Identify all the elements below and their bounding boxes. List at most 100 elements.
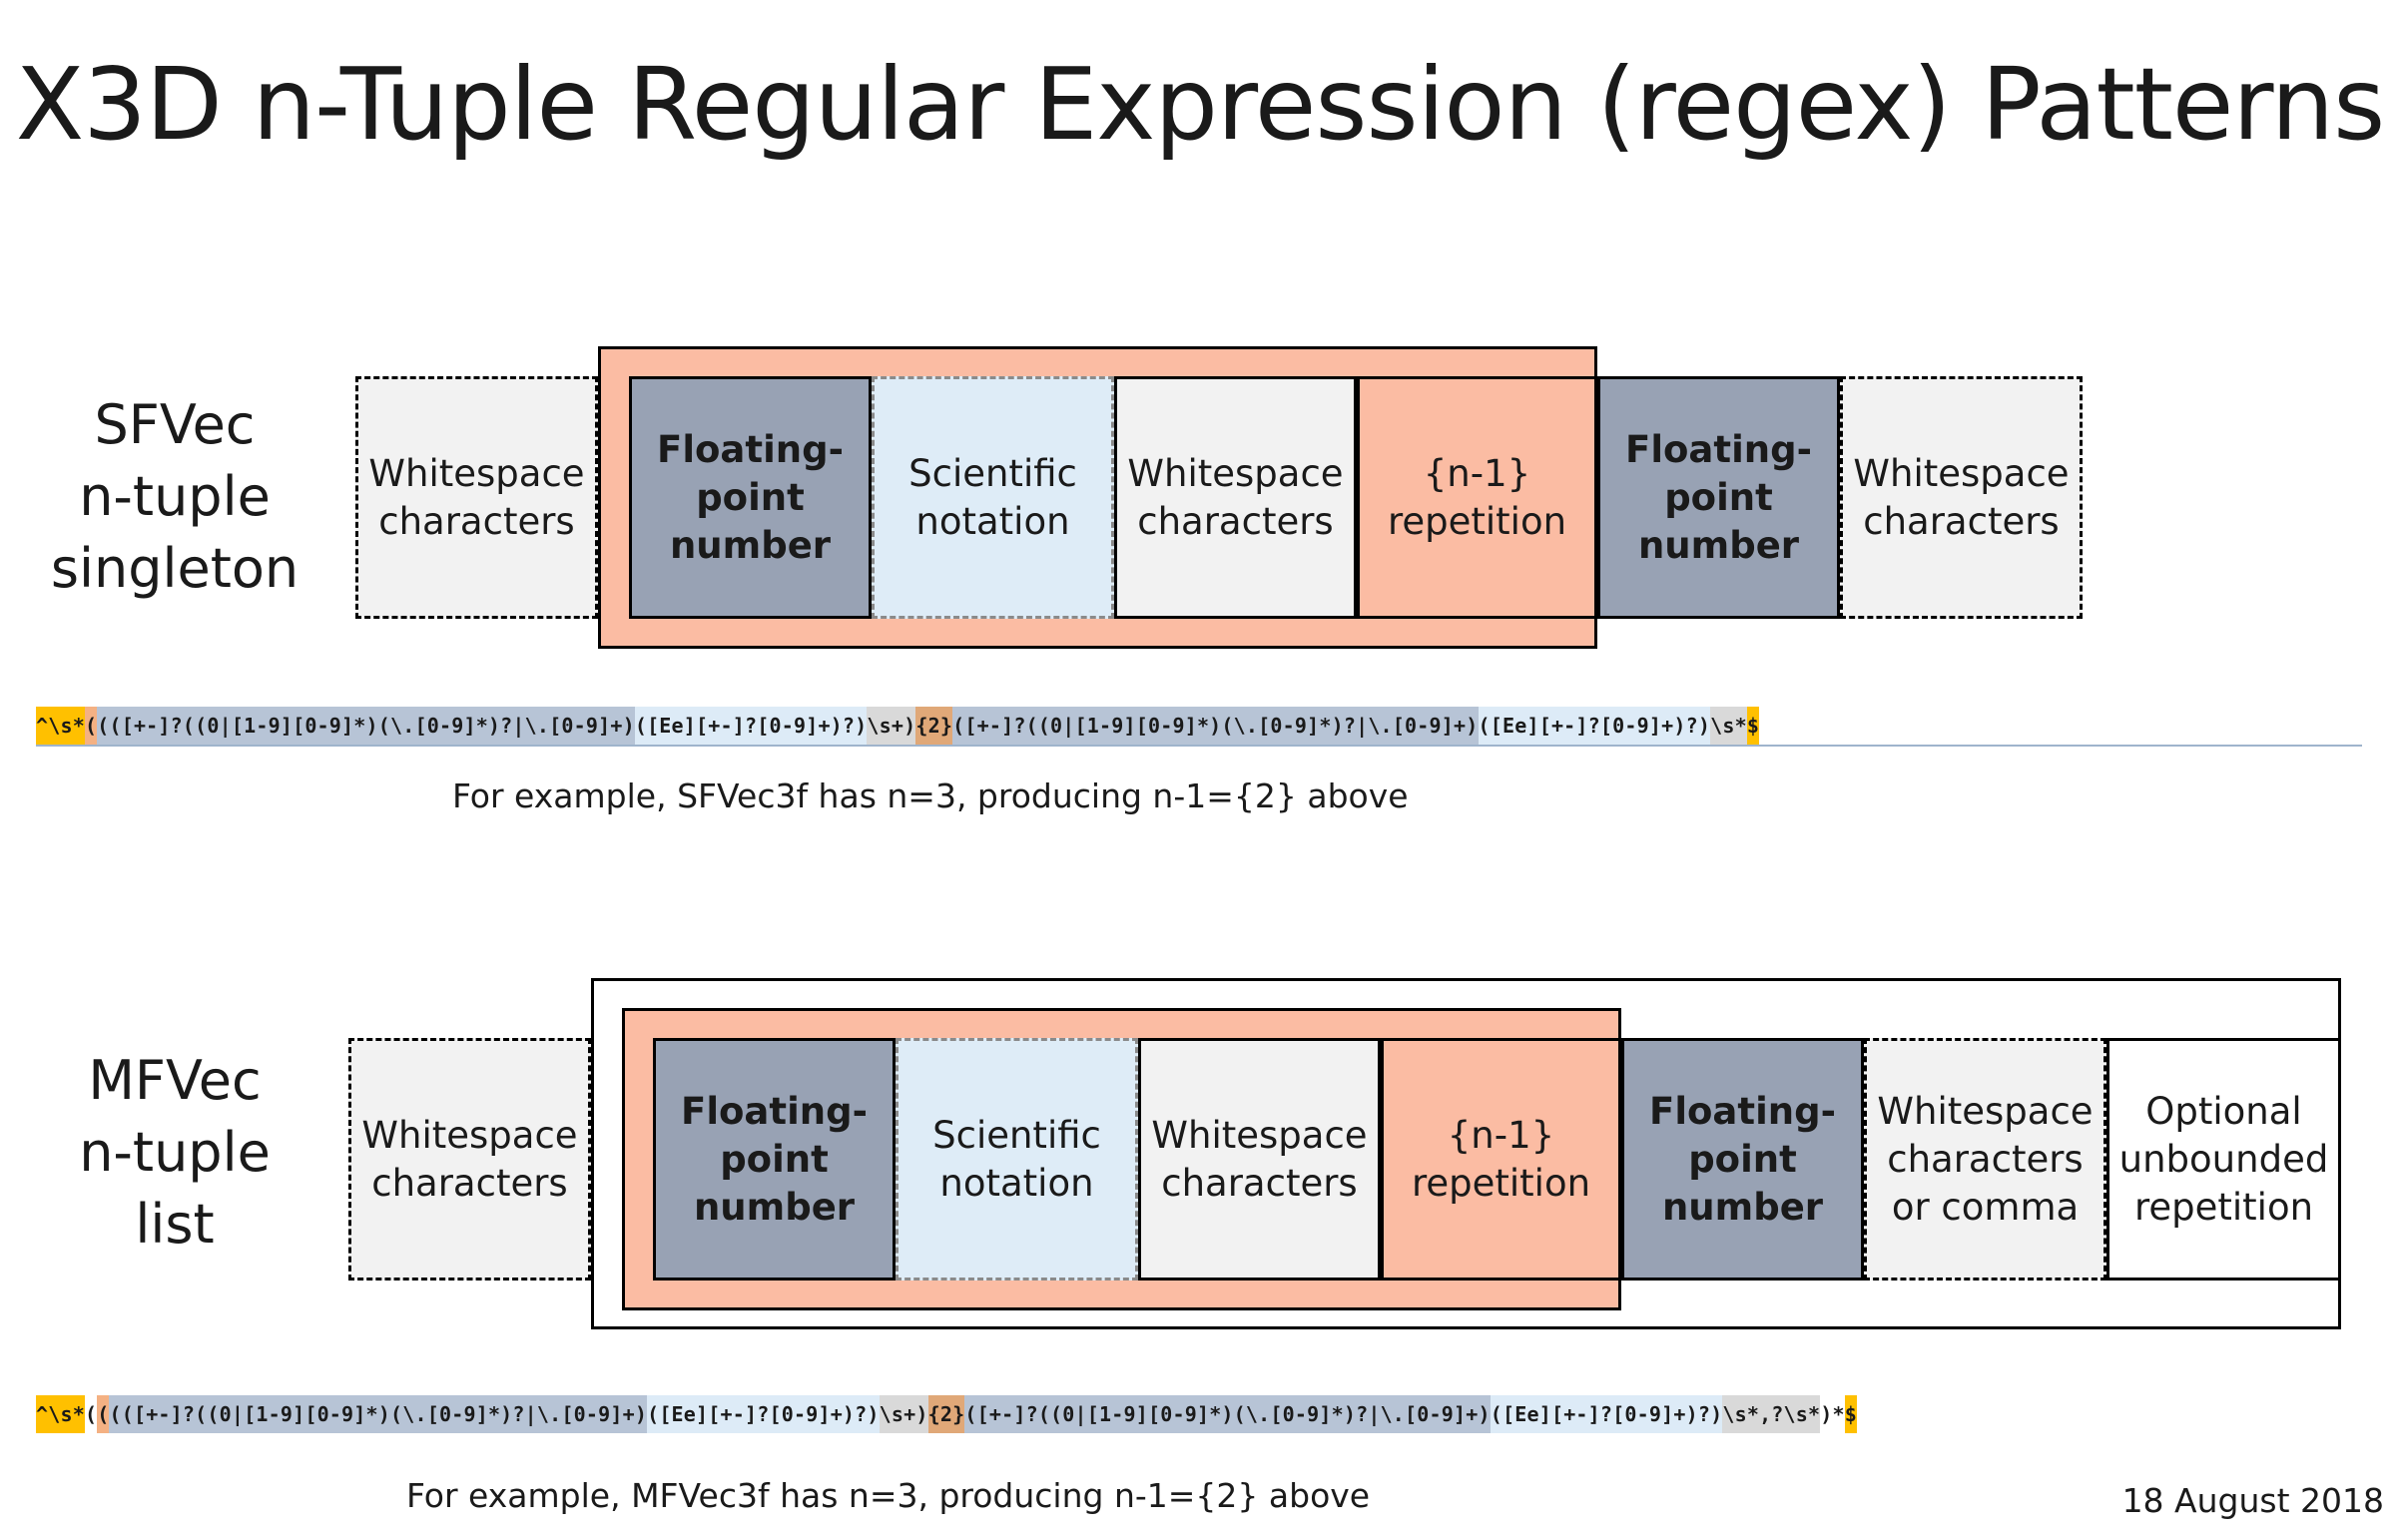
- sfvec-row-label: SFVec n-tuple singleton: [40, 389, 309, 605]
- regex-segment-orange: (: [84, 707, 98, 745]
- box-text-line: Floating-: [1625, 427, 1812, 471]
- regex-segment-ws: \s*: [1710, 707, 1747, 745]
- box-text-line: Whitespace: [1853, 451, 2070, 495]
- box-text-line: characters: [1137, 499, 1334, 543]
- page-title: X3D n-Tuple Regular Expression (regex) P…: [15, 46, 2386, 163]
- box-text-line: Floating-: [1649, 1089, 1836, 1133]
- box-text-line: Whitespace: [1151, 1113, 1368, 1157]
- box-text-line: point: [696, 475, 805, 519]
- box-text-line: repetition: [1411, 1161, 1591, 1205]
- box-text-line: characters: [1863, 499, 2060, 543]
- box-text-line: characters: [1161, 1161, 1358, 1205]
- mfvec-label-line: MFVec: [88, 1049, 262, 1112]
- sfvec-label-line: SFVec: [94, 393, 256, 456]
- regex-segment-float: ([+-]?((0|[1-9][0-9]*)(\.[0-9]*)?|\.[0-9…: [964, 1395, 1491, 1433]
- box-text-line: characters: [371, 1161, 568, 1205]
- box-text-line: number: [669, 523, 832, 567]
- regex-segment-anchor: ^\s*: [36, 707, 85, 745]
- box-text-line: repetition: [1387, 499, 1567, 543]
- box-text-line: Optional: [2145, 1089, 2302, 1133]
- box-text-line: Scientific: [908, 451, 1077, 495]
- box-text-line: point: [1688, 1137, 1797, 1181]
- regex-segment-sci: ([Ee][+-]?[0-9]+)?): [1490, 1395, 1723, 1433]
- mfvec-row-label: MFVec n-tuple list: [40, 1045, 309, 1261]
- box-text-line: Floating-: [681, 1089, 868, 1133]
- box-text-line: Whitespace: [368, 451, 585, 495]
- box-text-line: notation: [939, 1161, 1094, 1205]
- regex-segment-sci: ([Ee][+-]?[0-9]+)?): [634, 707, 868, 745]
- regex-segment-rep: {2}: [915, 707, 953, 745]
- box-text-line: Floating-: [657, 427, 844, 471]
- sfvec-regex-pattern: ^\s*((([+-]?((0|[1-9][0-9]*)(\.[0-9]*)?|…: [36, 707, 1760, 745]
- box-text-line: characters: [378, 499, 575, 543]
- sfvec-label-line: n-tuple: [79, 465, 271, 528]
- regex-segment-float: (([+-]?((0|[1-9][0-9]*)(\.[0-9]*)?|\.[0-…: [109, 1395, 648, 1433]
- box-text-line: {n-1}: [1423, 451, 1531, 495]
- box-text-line: characters: [1887, 1137, 2084, 1181]
- box-text-line: or comma: [1891, 1185, 2080, 1229]
- regex-segment-ws: \s*,?\s*: [1722, 1395, 1821, 1433]
- box-text-line: number: [1637, 523, 1800, 567]
- box-text-line: number: [693, 1185, 856, 1229]
- box-text-line: number: [1661, 1185, 1824, 1229]
- regex-segment-orange: (: [97, 1395, 110, 1433]
- regex-segment-anchor: $: [1746, 707, 1760, 745]
- box-text: {n-1}repetition: [1412, 1112, 1590, 1208]
- sfvec-regex-underline: [36, 745, 2362, 747]
- regex-segment-rep: {2}: [927, 1395, 965, 1433]
- box-text-line: unbounded: [2118, 1137, 2329, 1181]
- sfvec-repetition-box: {n-1}repetition: [1357, 376, 1597, 619]
- regex-segment-float: (([+-]?((0|[1-9][0-9]*)(\.[0-9]*)?|\.[0-…: [97, 707, 635, 745]
- regex-segment-ws: \s+): [879, 1395, 928, 1433]
- box-text-line: Whitespace: [1877, 1089, 2094, 1133]
- sfvec-label-line: singleton: [50, 537, 300, 600]
- date-label: 18 August 2018: [2121, 1481, 2384, 1520]
- box-text-line: Whitespace: [1127, 451, 1344, 495]
- mfvec-regex-pattern: ^\s*(((([+-]?((0|[1-9][0-9]*)(\.[0-9]*)?…: [36, 1395, 1858, 1433]
- box-text-line: notation: [915, 499, 1070, 543]
- regex-segment-anchor: ^\s*: [36, 1395, 85, 1433]
- regex-segment-sci: ([Ee][+-]?[0-9]+)?): [1478, 707, 1711, 745]
- mfvec-repetition-box: {n-1}repetition: [1381, 1038, 1621, 1281]
- box-text-line: repetition: [2133, 1185, 2314, 1229]
- box-text-line: point: [720, 1137, 829, 1181]
- regex-segment-plain: )*: [1820, 1395, 1845, 1433]
- box-text-line: point: [1664, 475, 1773, 519]
- box-text-line: Whitespace: [361, 1113, 578, 1157]
- regex-segment-sci: ([Ee][+-]?[0-9]+)?): [647, 1395, 880, 1433]
- regex-segment-ws: \s+): [867, 707, 916, 745]
- box-text-line: {n-1}: [1447, 1113, 1555, 1157]
- sfvec-caption: For example, SFVec3f has n=3, producing …: [452, 776, 1409, 815]
- box-text: {n-1}repetition: [1388, 450, 1566, 546]
- regex-segment-anchor: $: [1844, 1395, 1858, 1433]
- mfvec-label-line: list: [135, 1193, 215, 1256]
- regex-segment-plain: (: [84, 1395, 98, 1433]
- regex-segment-float: ([+-]?((0|[1-9][0-9]*)(\.[0-9]*)?|\.[0-9…: [952, 707, 1479, 745]
- mfvec-label-line: n-tuple: [79, 1121, 271, 1184]
